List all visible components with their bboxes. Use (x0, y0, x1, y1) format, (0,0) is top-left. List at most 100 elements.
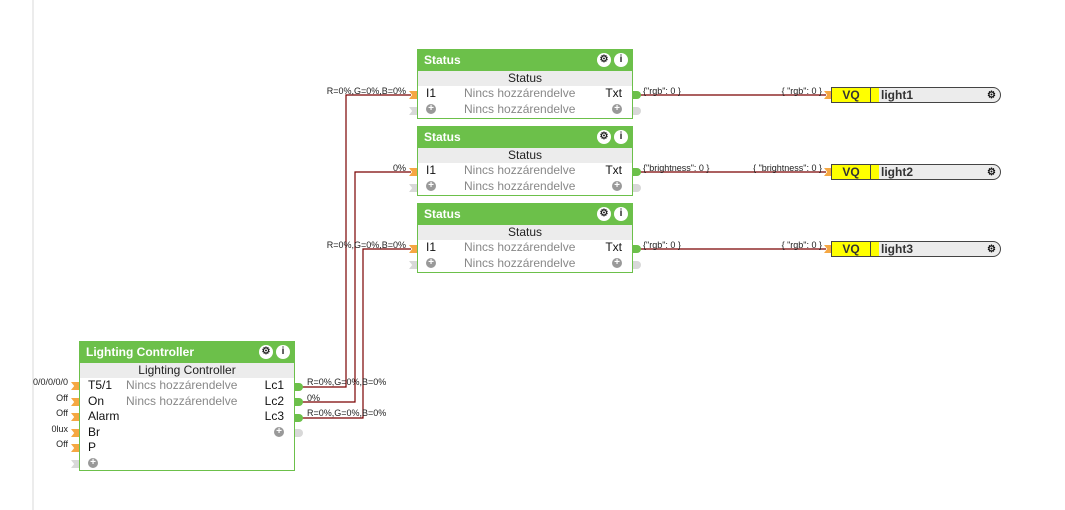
gear-icon[interactable]: ⚙ (987, 243, 996, 255)
unassigned-label: Nincs hozzárendelve (464, 240, 576, 254)
output-port[interactable] (295, 383, 303, 391)
output-port-empty[interactable] (295, 429, 303, 437)
lighting-controller-block[interactable]: Lighting Controller ⚙i Lighting Controll… (79, 341, 295, 471)
input-name: I1 (426, 240, 437, 254)
br-value: 0lux (51, 424, 68, 434)
output-port[interactable] (295, 398, 303, 406)
status2-output-value: {"brightness": 0 } (643, 163, 710, 173)
unassigned-label: Nincs hozzárendelve (126, 393, 238, 408)
gear-icon[interactable]: ⚙ (597, 130, 611, 144)
wire-lc1-status1 (300, 94, 411, 388)
output-port-empty[interactable] (633, 261, 641, 269)
input-port[interactable] (71, 413, 79, 421)
p-value: Off (56, 439, 68, 449)
status1-output-value: {"rgb": 0 } (643, 86, 681, 96)
input-port[interactable] (71, 444, 79, 452)
add-output-icon[interactable]: + (274, 427, 284, 438)
input-port-empty[interactable] (409, 184, 417, 192)
add-output-icon[interactable]: + (612, 181, 622, 192)
on-value: Off (56, 393, 68, 403)
info-icon[interactable]: i (614, 53, 628, 67)
add-output-icon[interactable]: + (612, 104, 622, 115)
wire-lc3-status3 (300, 248, 411, 419)
input-port[interactable] (71, 429, 79, 437)
block-header[interactable]: Status ⚙i (418, 204, 632, 225)
wire-lc2-status2 (300, 171, 411, 403)
output-port-empty[interactable] (633, 107, 641, 115)
block-header[interactable]: Lighting Controller ⚙i (80, 342, 294, 363)
info-icon[interactable]: i (614, 207, 628, 221)
unassigned-label: Nincs hozzárendelve (464, 86, 576, 100)
status3-input-value: R=0%,G=0%,B=0% (326, 240, 406, 250)
add-output-icon[interactable]: + (612, 258, 622, 269)
add-input-icon[interactable]: + (426, 258, 436, 269)
unassigned-label: Nincs hozzárendelve (464, 163, 576, 177)
output-port[interactable] (633, 245, 641, 253)
block-title: Status (424, 130, 461, 144)
vq-input-port[interactable] (824, 91, 832, 99)
input-name: Alarm (88, 409, 120, 423)
light2-value: { "brightness": 0 } (753, 163, 822, 173)
lc1-value: R=0%,G=0%,B=0% (307, 377, 387, 387)
info-icon[interactable]: i (276, 345, 290, 359)
block-title: Lighting Controller (86, 345, 194, 359)
vq-tag: VQ (832, 242, 871, 256)
input-port-empty[interactable] (409, 107, 417, 115)
output-name: Lc1 (264, 378, 284, 392)
status2-input-value: 0% (392, 163, 406, 173)
input-name: T5/1 (88, 378, 113, 392)
vq-input-port[interactable] (824, 245, 832, 253)
info-icon[interactable]: i (614, 130, 628, 144)
gear-icon[interactable]: ⚙ (987, 166, 996, 178)
block-header[interactable]: Status ⚙i (418, 50, 632, 71)
input-port[interactable] (409, 245, 417, 253)
lc2-value: 0% (307, 393, 321, 403)
input-port-empty[interactable] (409, 261, 417, 269)
vq-input-port[interactable] (824, 168, 832, 176)
status1-input-value: R=0%,G=0%,B=0% (326, 86, 406, 96)
unassigned-label: Nincs hozzárendelve (464, 178, 576, 193)
output-name: Txt (605, 86, 622, 100)
add-input-icon[interactable]: + (426, 181, 436, 192)
add-input-icon[interactable]: + (88, 458, 98, 469)
input-name: P (88, 440, 97, 454)
vq-name: light1 (871, 88, 988, 102)
light1-value: { "rgb": 0 } (781, 86, 822, 96)
output-port-empty[interactable] (633, 184, 641, 192)
block-subtitle: Status (418, 148, 632, 163)
vq-name: light2 (871, 165, 988, 179)
gear-icon[interactable]: ⚙ (597, 207, 611, 221)
alarm-value: Off (56, 408, 68, 418)
unassigned-label: Nincs hozzárendelve (464, 255, 576, 270)
block-title: Status (424, 53, 461, 67)
gear-icon[interactable]: ⚙ (987, 89, 996, 101)
input-port-empty[interactable] (71, 460, 79, 468)
block-subtitle: Status (418, 71, 632, 86)
input-port[interactable] (71, 382, 79, 390)
output-name: Txt (605, 163, 622, 177)
light3-value: { "rgb": 0 } (781, 240, 822, 250)
block-title: Status (424, 207, 461, 221)
add-input-icon[interactable]: + (426, 104, 436, 115)
vq-tag: VQ (832, 165, 871, 179)
input-port[interactable] (71, 398, 79, 406)
input-port[interactable] (409, 168, 417, 176)
unassigned-label: Nincs hozzárendelve (126, 378, 238, 392)
vq-name: light3 (871, 242, 988, 256)
output-port[interactable] (633, 91, 641, 99)
output-port[interactable] (633, 168, 641, 176)
gear-icon[interactable]: ⚙ (597, 53, 611, 67)
canvas-left-border (32, 0, 34, 510)
block-header[interactable]: Status ⚙i (418, 127, 632, 148)
input-port[interactable] (409, 91, 417, 99)
gear-icon[interactable]: ⚙ (259, 345, 273, 359)
vq-tag: VQ (832, 88, 871, 102)
output-port[interactable] (295, 414, 303, 422)
